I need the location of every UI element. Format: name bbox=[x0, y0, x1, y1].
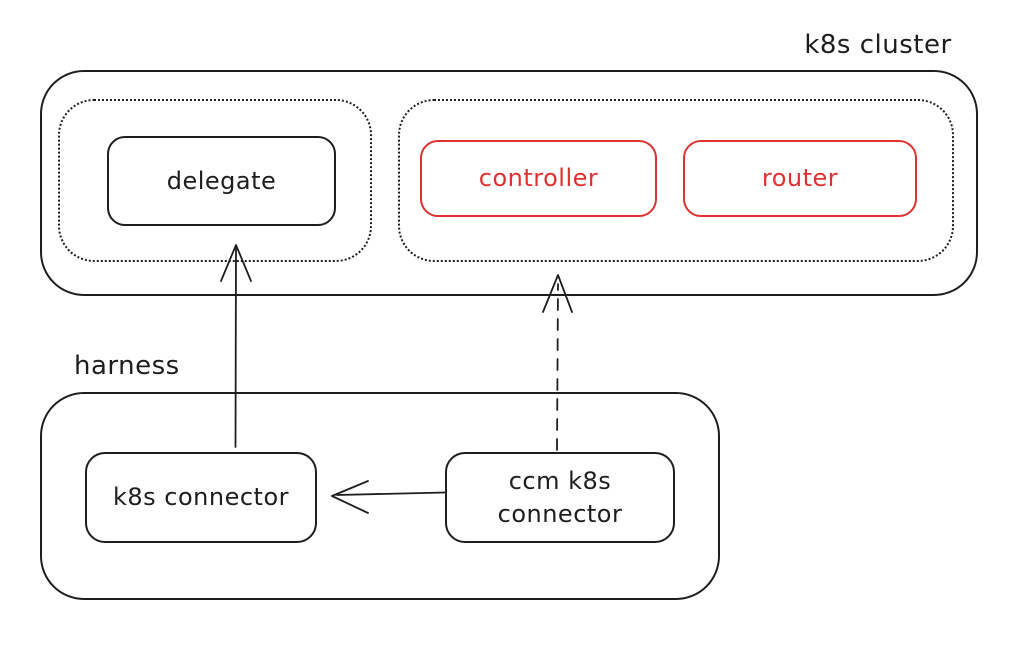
delegate-dotted-group bbox=[58, 99, 372, 262]
harness-group-box bbox=[40, 392, 720, 600]
k8s-cluster-label: k8s cluster bbox=[804, 30, 952, 60]
delegate-node: delegate bbox=[107, 136, 336, 226]
ccm-k8s-connector-node: ccm k8s connector bbox=[445, 452, 675, 543]
k8s-cluster-group-box bbox=[40, 70, 978, 296]
pods-dotted-group bbox=[398, 99, 954, 262]
controller-node: controller bbox=[420, 140, 657, 217]
k8s-connector-node: k8s connector bbox=[85, 452, 317, 543]
router-node: router bbox=[683, 140, 917, 217]
harness-label: harness bbox=[74, 351, 180, 381]
